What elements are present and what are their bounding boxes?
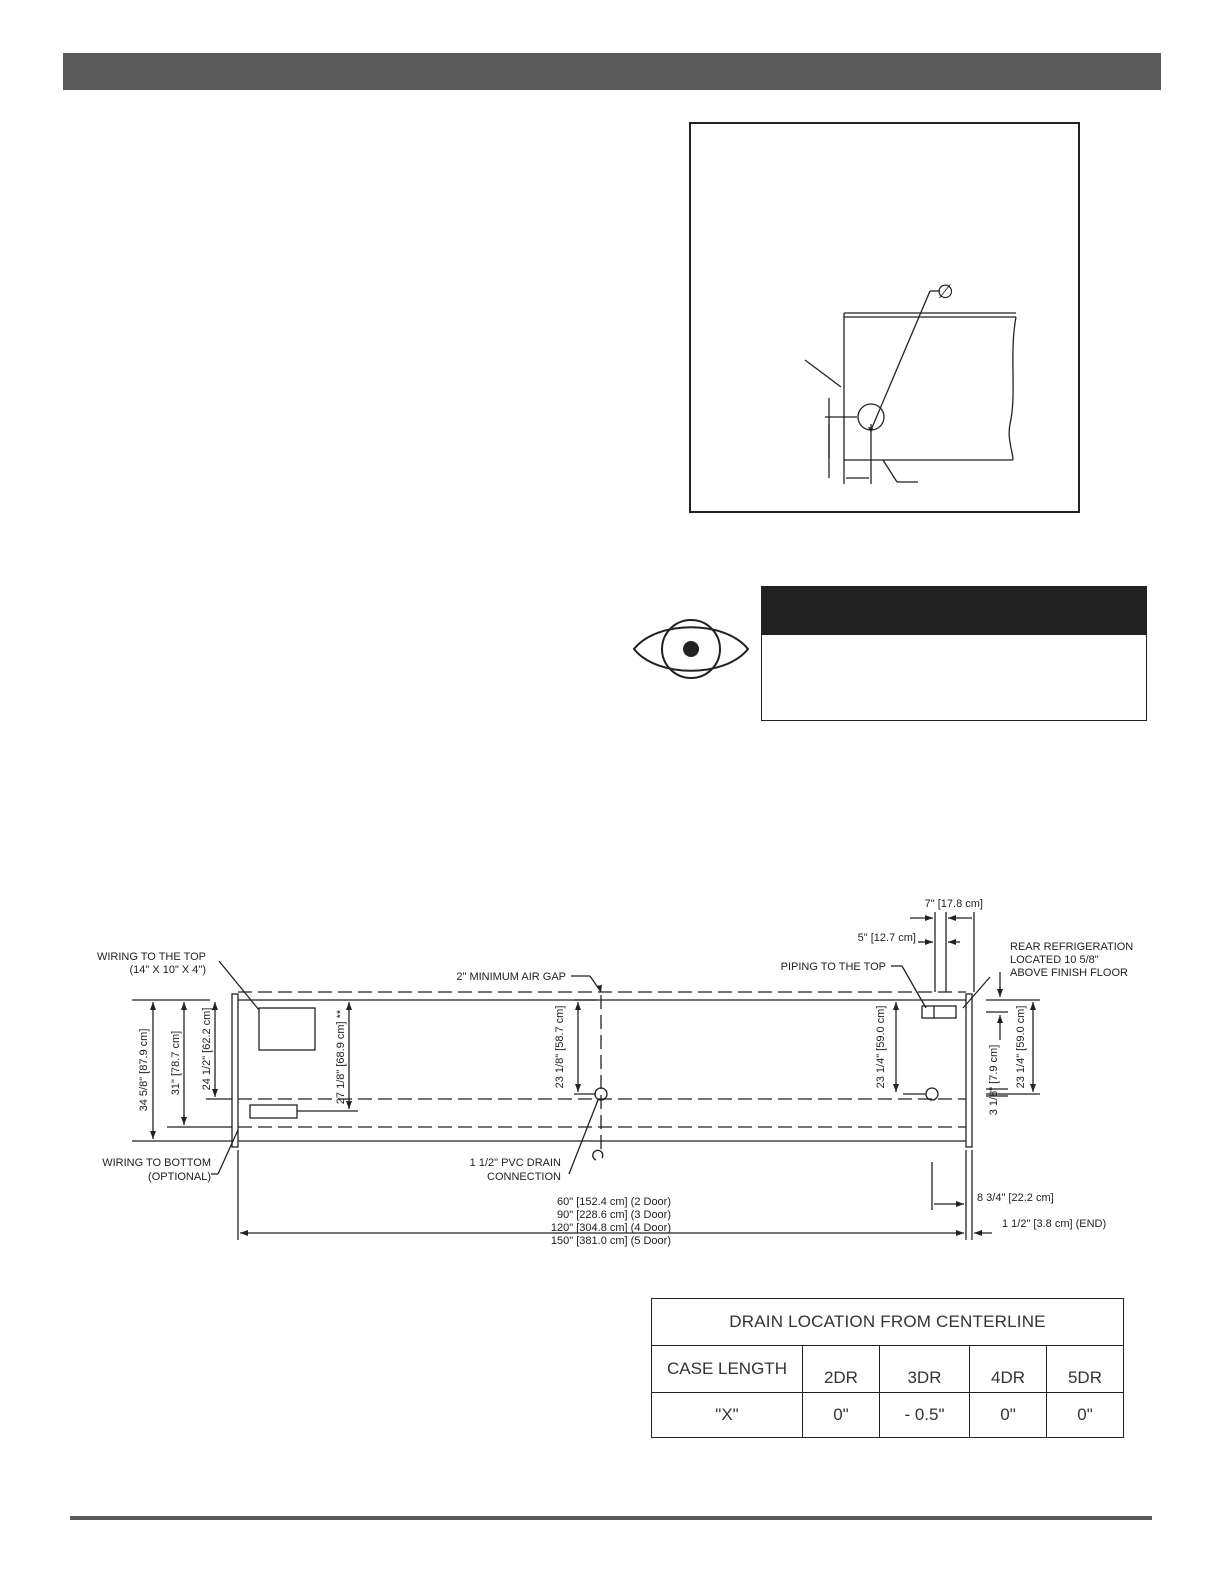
- drain-table-row-header: CASE LENGTH: [651, 1345, 803, 1393]
- label-wiring-top-size: (14" X 10" X 4"): [129, 964, 206, 976]
- footer-rule: [70, 1516, 1152, 1520]
- label-drain-connection: CONNECTION: [487, 1171, 561, 1183]
- drain-table-col-3dr: 3DR: [878, 1345, 971, 1393]
- label-rear-refrigeration: REAR REFRIGERATION: [1010, 941, 1133, 953]
- dim-length-5-door: 150" [381.0 cm] (5 Door): [551, 1235, 671, 1247]
- drain-table-col-5dr: 5DR: [1045, 1345, 1125, 1393]
- case-dimension-drawing: WIRING TO THE TOP (14" X 10" X 4") 2" MI…: [97, 898, 1133, 1247]
- drain-table-value-2dr: 0": [802, 1392, 880, 1438]
- label-air-gap: 2" MINIMUM AIR GAP: [456, 971, 566, 983]
- notice-box: [761, 586, 1147, 721]
- eye-icon: [632, 619, 750, 679]
- drain-table-row-label: "X": [651, 1392, 803, 1438]
- dim-34-5-8: 34 5/8" [87.9 cm]: [138, 1029, 150, 1112]
- dim-23-1-4-inner: 23 1/4" [59.0 cm]: [875, 1006, 887, 1089]
- drain-table-value-4dr: 0": [969, 1392, 1047, 1438]
- drain-table-col-4dr: 4DR: [969, 1345, 1047, 1393]
- dim-31: 31" [78.7 cm]: [170, 1031, 182, 1095]
- dim-length-2-door: 60" [152.4 cm] (2 Door): [557, 1196, 671, 1208]
- label-rear-refrigeration-height: LOCATED 10 5/8": [1010, 954, 1099, 966]
- drain-table-title: DRAIN LOCATION FROM CENTERLINE: [651, 1298, 1124, 1346]
- dim-27-1-8: 27 1/8" [68.9 cm] **: [335, 1009, 347, 1104]
- label-wiring-bottom-optional: (OPTIONAL): [148, 1171, 211, 1183]
- dim-7in: 7" [17.8 cm]: [925, 898, 983, 910]
- drain-location-table: DRAIN LOCATION FROM CENTERLINE CASE LENG…: [651, 1298, 1125, 1438]
- drain-table-value-5dr: 0": [1045, 1392, 1125, 1438]
- dim-23-1-4-outer: 23 1/4" [59.0 cm]: [1015, 1006, 1027, 1089]
- dim-8-3-4: 8 3/4" [22.2 cm]: [977, 1192, 1054, 1204]
- dim-3-1-8: 3 1/8" [7.9 cm]: [988, 1045, 1000, 1116]
- dim-length-3-door: 90" [228.6 cm] (3 Door): [557, 1209, 671, 1221]
- label-piping-top: PIPING TO THE TOP: [781, 961, 886, 973]
- notice-header: [762, 587, 1146, 635]
- drain-table-value-3dr: - 0.5": [878, 1392, 971, 1438]
- section-header-bar: [63, 53, 1161, 90]
- drain-detail-figure: ∅: [689, 122, 1080, 513]
- dim-5in: 5" [12.7 cm]: [858, 932, 916, 944]
- dim-24-1-2: 24 1/2" [62.2 cm]: [201, 1008, 213, 1091]
- label-rear-refrigeration-floor: ABOVE FINISH FLOOR: [1010, 967, 1128, 979]
- dim-23-1-8: 23 1/8" [58.7 cm]: [554, 1006, 566, 1089]
- label-wiring-top: WIRING TO THE TOP: [97, 951, 206, 963]
- label-pvc-drain: 1 1/2" PVC DRAIN: [470, 1157, 561, 1169]
- drain-table-col-2dr: 2DR: [802, 1345, 880, 1393]
- dim-1-1-2-end: 1 1/2" [3.8 cm] (END): [1002, 1218, 1106, 1230]
- label-wiring-bottom: WIRING TO BOTTOM: [102, 1157, 211, 1169]
- drain-detail-drawing: ∅: [804, 282, 1017, 484]
- diameter-symbol: ∅: [937, 282, 954, 303]
- dim-length-4-door: 120" [304.8 cm] (4 Door): [551, 1222, 671, 1234]
